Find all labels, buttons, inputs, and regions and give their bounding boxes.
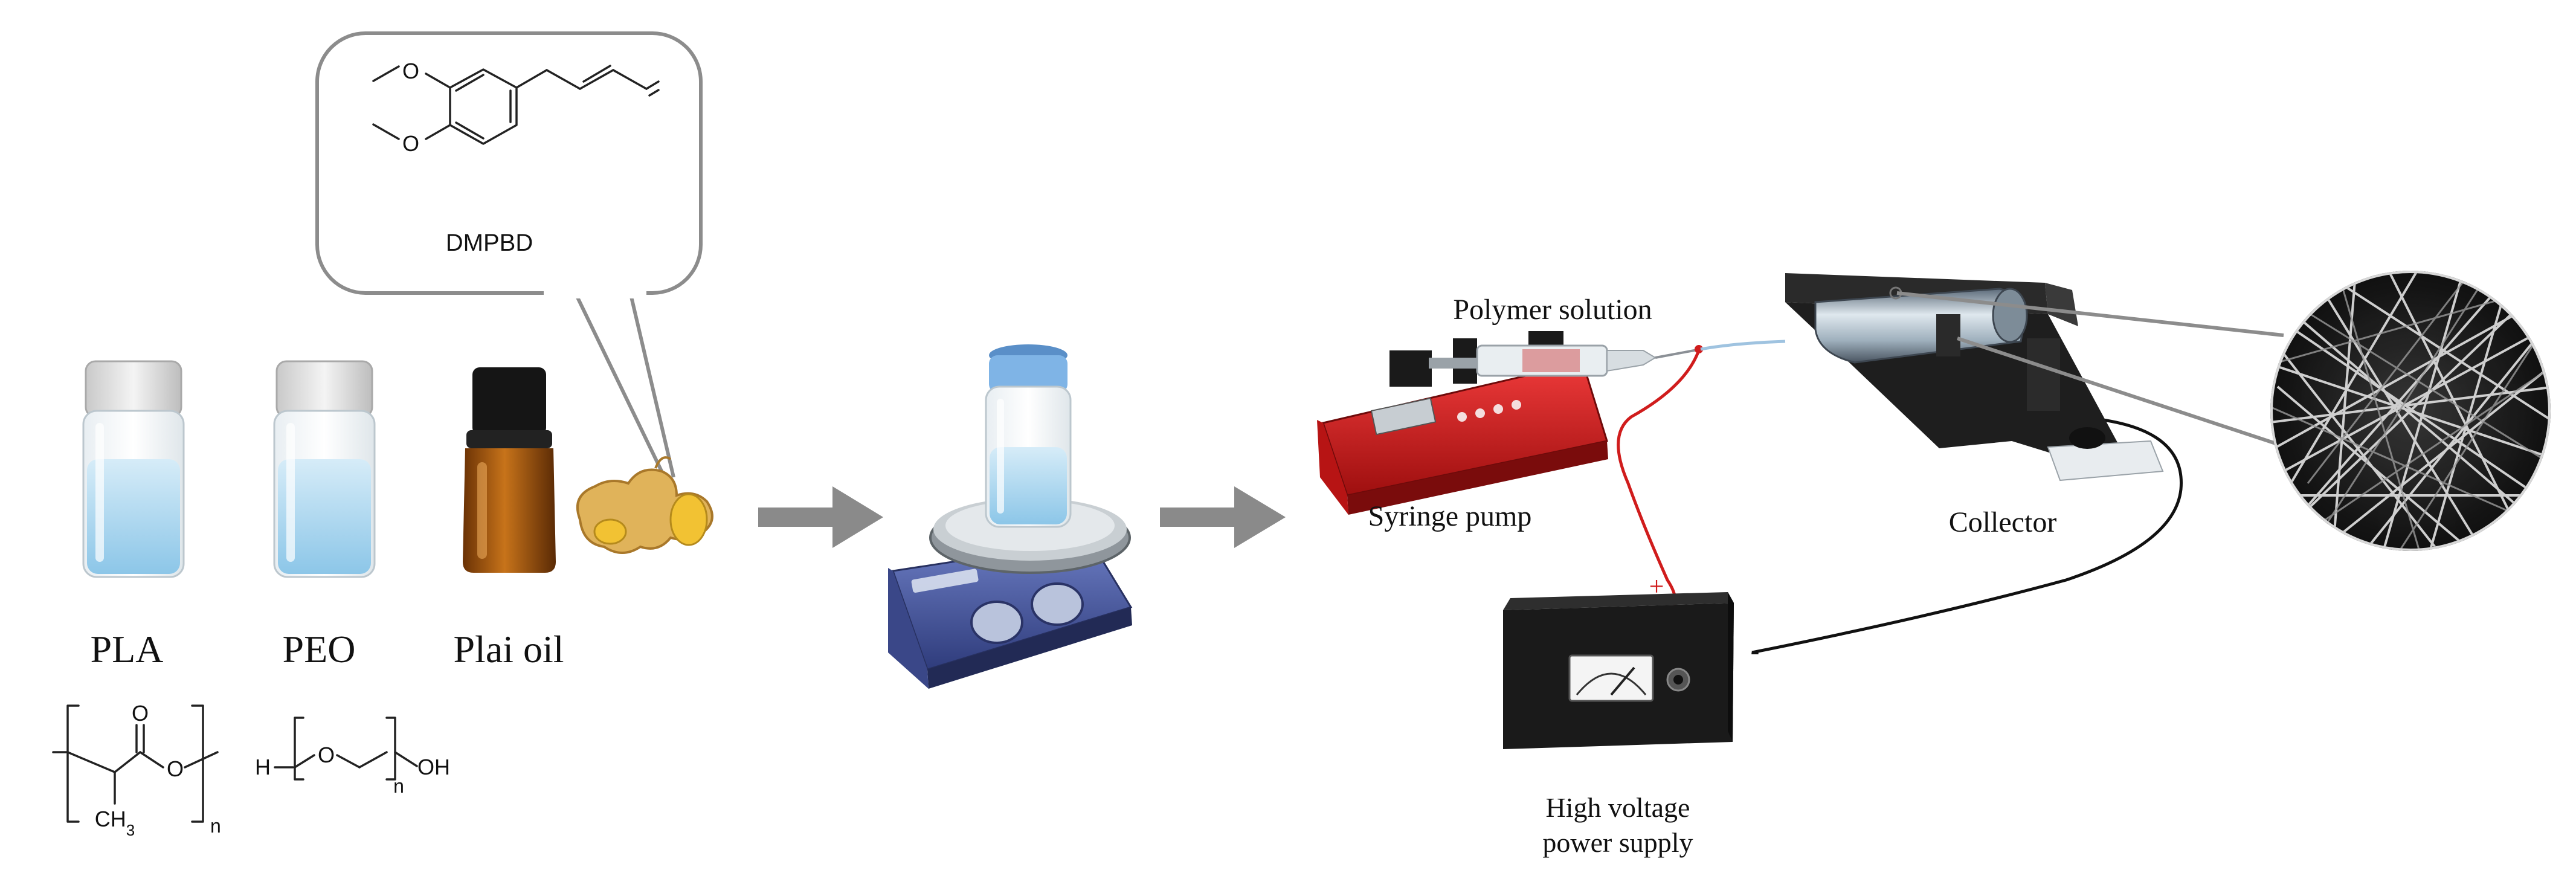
collector-label: Collector	[1949, 506, 2057, 538]
syringe-pump-label: Syringe pump	[1368, 500, 1532, 532]
compound-label: DMPBD	[446, 230, 533, 256]
svg-text:O: O	[402, 131, 419, 156]
polymer-solution-label: Polymer solution	[1453, 294, 1652, 326]
oil-bottle	[463, 367, 556, 573]
pla-label: PLA	[91, 628, 164, 671]
syringe-pump	[1317, 331, 1657, 515]
stirring-vial	[985, 344, 1072, 528]
svg-text:O: O	[132, 701, 149, 726]
positive-wire	[1617, 350, 1701, 611]
ground-wire	[1751, 415, 2183, 654]
needle-and-jet	[1655, 340, 1786, 359]
callout-bubble	[315, 31, 703, 478]
power-supply-box	[1503, 592, 1734, 749]
peo-label: PEO	[283, 628, 356, 671]
pla-methyl-label: CH3	[95, 807, 135, 839]
collector	[1785, 273, 2164, 482]
svg-text:O: O	[318, 743, 335, 767]
peo-right-end: OH	[417, 755, 450, 779]
svg-text:O: O	[402, 59, 419, 83]
peo-vial	[273, 360, 376, 578]
zoom-line-top	[1896, 291, 2284, 337]
process-arrow-2	[1160, 486, 1286, 548]
process-arrow-1	[758, 486, 883, 548]
power-supply-label-line2: power supply	[1542, 827, 1693, 858]
positive-sign: +	[1649, 572, 1664, 601]
svg-text:O: O	[167, 756, 184, 781]
pla-subscript: n	[210, 815, 221, 837]
pla-formula: O O CH3 n	[52, 701, 221, 839]
ginger-root	[576, 456, 713, 554]
peo-subscript: n	[393, 775, 404, 797]
peo-left-end: H	[255, 755, 271, 779]
dmpbd-structure: O O	[372, 59, 660, 156]
negative-sign: -	[1751, 636, 1760, 666]
power-supply-label-line1: High voltage	[1546, 792, 1690, 823]
zoom-line-bottom	[1957, 337, 2278, 446]
pla-vial	[82, 360, 185, 578]
plai-oil-label: Plai oil	[453, 628, 564, 671]
nanofiber-micrograph	[2270, 271, 2551, 551]
peo-formula: H O n OH	[255, 717, 450, 797]
